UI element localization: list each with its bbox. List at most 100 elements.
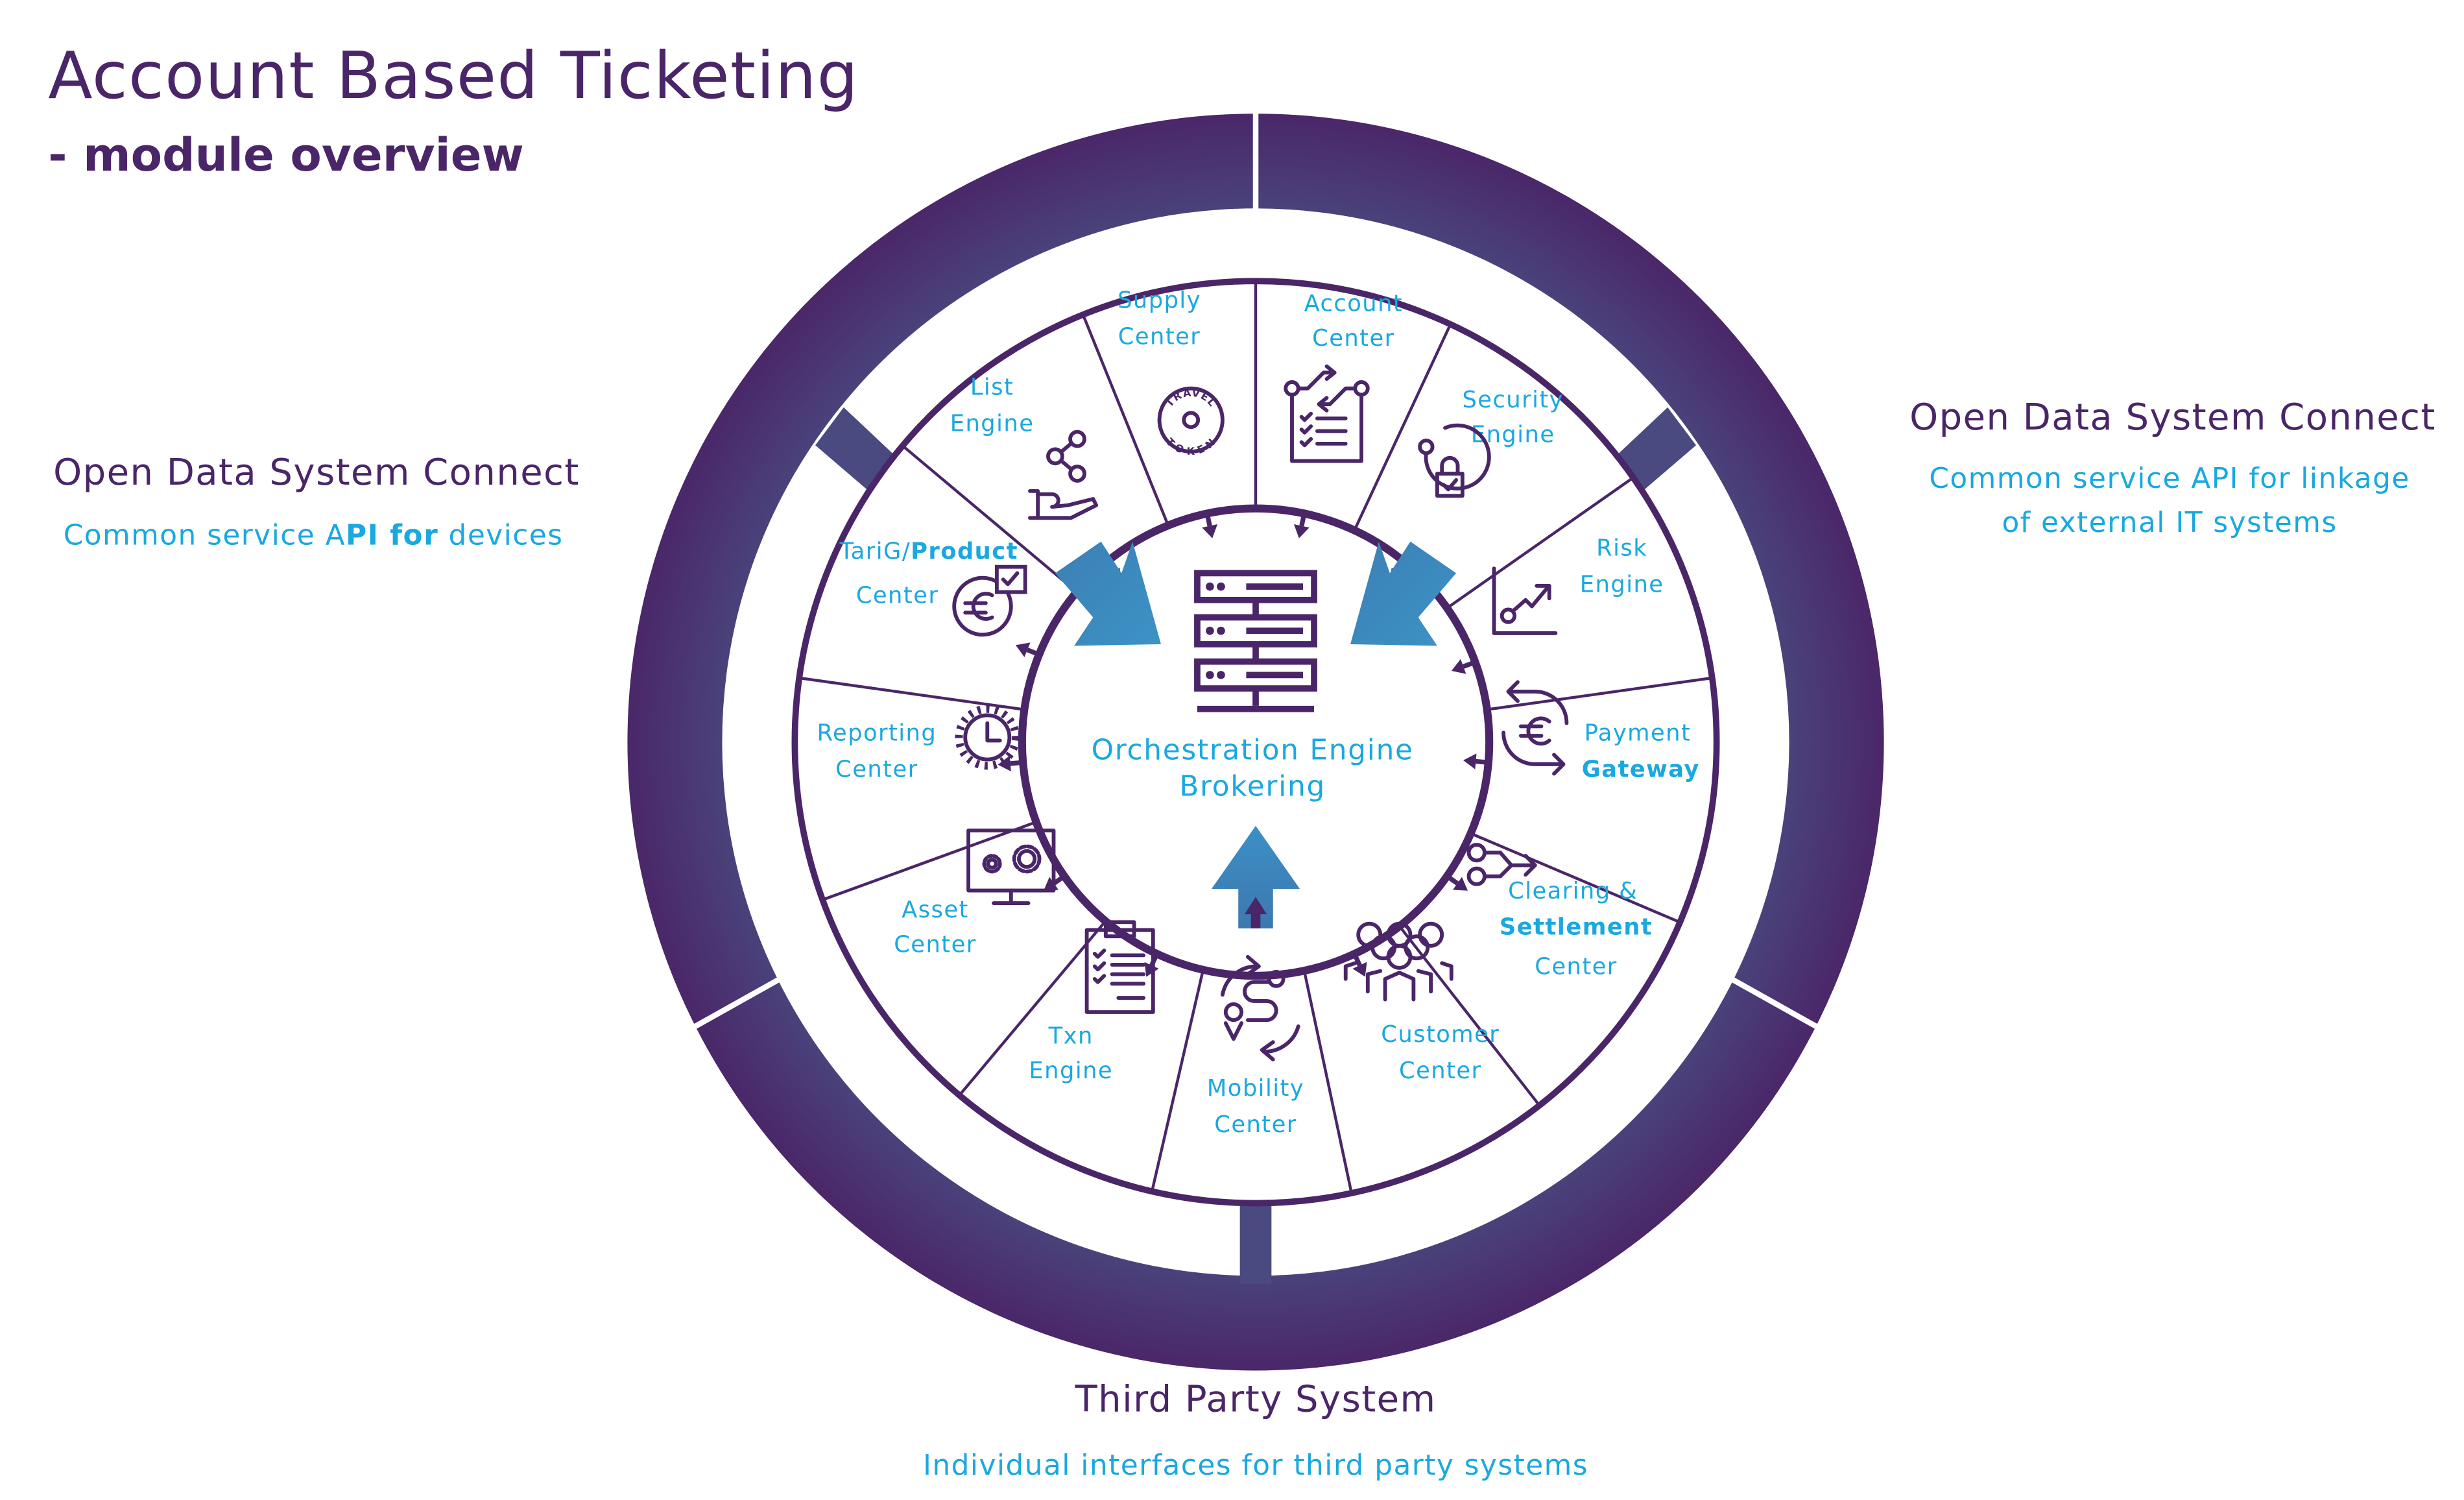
flow-arrow-head	[1451, 659, 1466, 674]
module-txn[interactable]: Txn Engine	[1029, 1023, 1113, 1085]
bottom-panel: Third Party System Individual interfaces…	[923, 1379, 1588, 1482]
band-separator-lower-right	[1696, 957, 1818, 1029]
band-separator-lower-left	[693, 957, 815, 1029]
euro-exchange-icon	[1501, 680, 1569, 776]
module-account-line2: Center	[1312, 325, 1394, 352]
module-divider	[958, 920, 1107, 1096]
flow-arrow-head	[1202, 524, 1218, 538]
left-panel-heading: Open Data System Connect	[53, 452, 580, 494]
module-security-line2: Engine	[1471, 421, 1555, 448]
module-supply[interactable]: Supply Center	[1118, 287, 1201, 350]
module-clearing-line3: Center	[1535, 954, 1617, 980]
module-icons: TRAVEL TOKEN	[952, 364, 1569, 1061]
module-divider	[1151, 969, 1205, 1192]
flow-arrow-head	[1293, 524, 1310, 538]
module-tarif-line1-regular: TariG/	[839, 538, 911, 565]
route-cycle-icon	[1220, 954, 1300, 1061]
flow-arrow-shaft	[1462, 659, 1479, 669]
module-dividers	[798, 281, 1713, 1194]
module-payment-line1: Payment	[1585, 720, 1692, 746]
module-divider	[1081, 314, 1170, 526]
lock-cycle-icon	[1418, 423, 1491, 498]
flow-arrow-shaft	[1299, 509, 1308, 527]
module-reporting[interactable]: Reporting Center	[817, 720, 937, 782]
module-security[interactable]: Security Engine	[1462, 387, 1564, 448]
connector-bottom	[1239, 1192, 1272, 1284]
module-divider	[1470, 832, 1681, 924]
right-panel-heading: Open Data System Connect	[1909, 396, 2436, 439]
right-panel: Open Data System Connect Common service …	[1909, 396, 2436, 539]
bottom-panel-description: Individual interfaces for third party sy…	[923, 1449, 1588, 1482]
flow-arrow	[1202, 509, 1218, 538]
big-arrow-right	[1350, 541, 1457, 646]
module-list-line2: Engine	[950, 410, 1035, 437]
module-clearing[interactable]: Clearing & Settlement Center	[1500, 878, 1653, 980]
module-customer[interactable]: Customer Center	[1381, 1021, 1500, 1084]
module-tarif[interactable]: TariG/Product Center	[839, 538, 1018, 609]
module-risk[interactable]: Risk Engine	[1580, 535, 1664, 598]
module-divider	[1353, 323, 1452, 531]
account-checklist-icon	[1284, 364, 1370, 463]
big-arrow-bottom	[1211, 825, 1300, 929]
flow-arrow-shaft	[1052, 872, 1069, 886]
hub-input-arrows	[1055, 541, 1457, 929]
module-payment[interactable]: Payment Gateway	[1582, 720, 1700, 782]
module-labels: Supply Center Account Center Security En…	[817, 287, 1700, 1138]
page-title: Account Based Ticketing	[48, 38, 859, 114]
small-arrow-bottom-inner	[1244, 897, 1267, 929]
module-supply-line1: Supply	[1118, 287, 1201, 314]
big-arrow-left	[1055, 541, 1161, 646]
module-divider	[1487, 676, 1713, 711]
flow-arrow	[1350, 950, 1367, 977]
module-mobility[interactable]: Mobility Center	[1207, 1075, 1304, 1138]
module-risk-line1: Risk	[1596, 535, 1647, 562]
module-customer-line2: Center	[1399, 1058, 1481, 1084]
clipboard-checklist-icon	[1084, 920, 1155, 1014]
flow-arrow-shaft	[1010, 760, 1027, 766]
left-desc-part-3: devices	[438, 519, 563, 552]
module-reporting-line2: Center	[835, 756, 918, 782]
module-account-line1: Account	[1304, 290, 1404, 317]
hub-title-line1: Orchestration Engine	[1092, 734, 1414, 767]
flow-arrow-head	[1015, 642, 1031, 657]
module-tarif-line1-bold: Product	[911, 538, 1018, 565]
server-stack-icon	[1194, 570, 1317, 712]
title-block: Account Based Ticketing - module overvie…	[48, 38, 859, 182]
flow-arrow-shaft	[1442, 872, 1459, 886]
page-subtitle: - module overview	[48, 128, 524, 182]
flow-arrow-head	[1352, 962, 1367, 977]
connector-left	[815, 407, 898, 493]
module-asset[interactable]: Asset Center	[894, 897, 976, 958]
module-reporting-line1: Reporting	[817, 720, 937, 746]
module-supply-line2: Center	[1118, 324, 1201, 350]
flow-arrow	[1451, 659, 1479, 674]
module-txn-line2: Engine	[1029, 1058, 1113, 1084]
flow-arrow-shaft	[1350, 950, 1362, 967]
module-divider	[822, 820, 1037, 901]
module-txn-line1: Txn	[1048, 1023, 1094, 1050]
people-group-icon	[1343, 921, 1453, 1002]
flow-arrow	[1463, 753, 1492, 769]
flow-arrow	[1015, 642, 1043, 659]
flow-arrow-shaft	[1026, 647, 1043, 659]
outer-ring	[627, 95, 1884, 1371]
left-desc-part-2: PI for	[346, 519, 438, 552]
module-customer-line1: Customer	[1381, 1021, 1500, 1048]
left-panel-description: Common service API for devices	[64, 519, 564, 552]
module-payment-line2: Gateway	[1582, 756, 1700, 782]
flow-arrow-head	[1453, 877, 1468, 891]
module-account[interactable]: Account Center	[1304, 290, 1404, 352]
flow-arrow-shaft	[1204, 509, 1212, 527]
module-asset-line1: Asset	[902, 897, 969, 923]
module-divider	[1302, 970, 1353, 1194]
module-divider	[1446, 476, 1634, 610]
module-list[interactable]: List Engine	[950, 374, 1035, 437]
right-panel-description-line1: Common service API for linkage	[1929, 462, 2410, 495]
module-tarif-line2: Center	[856, 583, 939, 609]
flow-arrow-shaft	[1476, 758, 1492, 766]
left-desc-part-1: Common service A	[64, 519, 346, 552]
connector-right	[1614, 407, 1697, 493]
bottom-panel-heading: Third Party System	[1075, 1379, 1437, 1421]
hand-share-icon	[1028, 429, 1099, 520]
